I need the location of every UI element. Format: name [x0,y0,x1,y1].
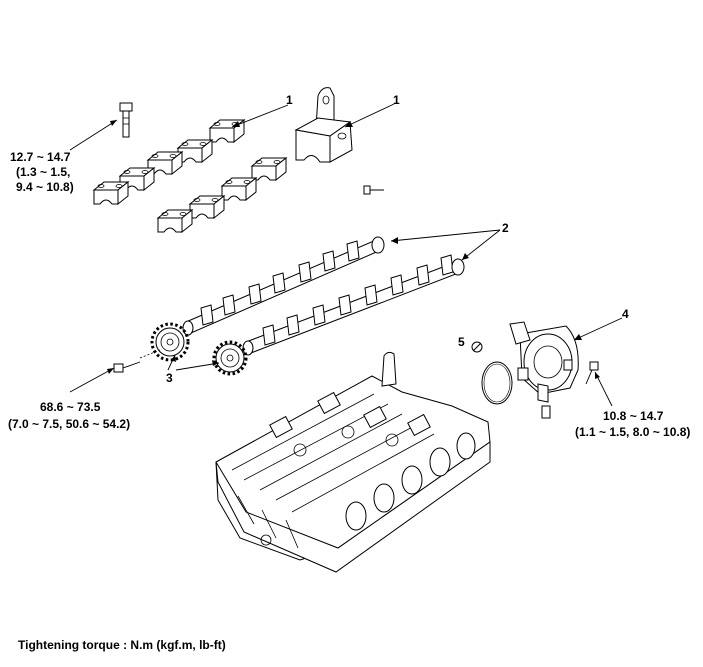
cylinder-head [215,351,491,573]
svg-text:9.4 ~ 10.8): 9.4 ~ 10.8) [16,180,74,194]
svg-text:(7.0 ~ 7.5, 50.6 ~ 54.2): (7.0 ~ 7.5, 50.6 ~ 54.2) [8,417,130,431]
leader-lines [69,103,623,407]
svg-text:(1.1 ~ 1.5, 8.0 ~ 10.8): (1.1 ~ 1.5, 8.0 ~ 10.8) [575,425,690,439]
cap-small-bolt [363,185,384,195]
sprocket-bolt [113,361,141,373]
front-bearing-cap [294,87,353,163]
svg-text:68.6 ~ 73.5: 68.6 ~ 73.5 [40,400,101,414]
callout-3: 3 [166,371,173,385]
camshaft-upper [182,236,385,336]
camshaft-lower [242,254,465,356]
torque-spec-cap-bolt: 12.7 ~ 14.7 (1.3 ~ 1.5, 9.4 ~ 10.8) [10,150,74,194]
torque-units-legend: Tightening torque : N.m (kgf.m, lb-ft) [18,638,226,652]
svg-text:(1.3 ~ 1.5,: (1.3 ~ 1.5, [16,165,70,179]
intake-ports [345,432,476,531]
callout-4: 4 [622,307,629,321]
camshaft-sprocket-intake [212,340,248,376]
camshaft-sprocket-exhaust [150,322,190,362]
cap-bolt [119,102,133,138]
vacuum-pump-clip [541,405,551,419]
callout-1-caps: 1 [286,93,293,107]
torque-spec-pump-bolt: 10.8 ~ 14.7 (1.1 ~ 1.5, 8.0 ~ 10.8) [575,409,690,439]
callout-2: 2 [502,221,509,235]
svg-text:10.8 ~ 14.7: 10.8 ~ 14.7 [603,409,664,423]
callout-5: 5 [458,335,465,349]
torque-spec-sprocket-bolt: 68.6 ~ 73.5 (7.0 ~ 7.5, 50.6 ~ 54.2) [8,400,130,431]
vacuum-pump [509,321,579,403]
vacuum-pump-bolt [585,361,599,385]
callout-1-front-cap: 1 [393,93,400,107]
svg-text:12.7 ~ 14.7: 12.7 ~ 14.7 [10,150,71,164]
do-not-reuse-icon [471,341,483,353]
o-ring [481,361,513,405]
